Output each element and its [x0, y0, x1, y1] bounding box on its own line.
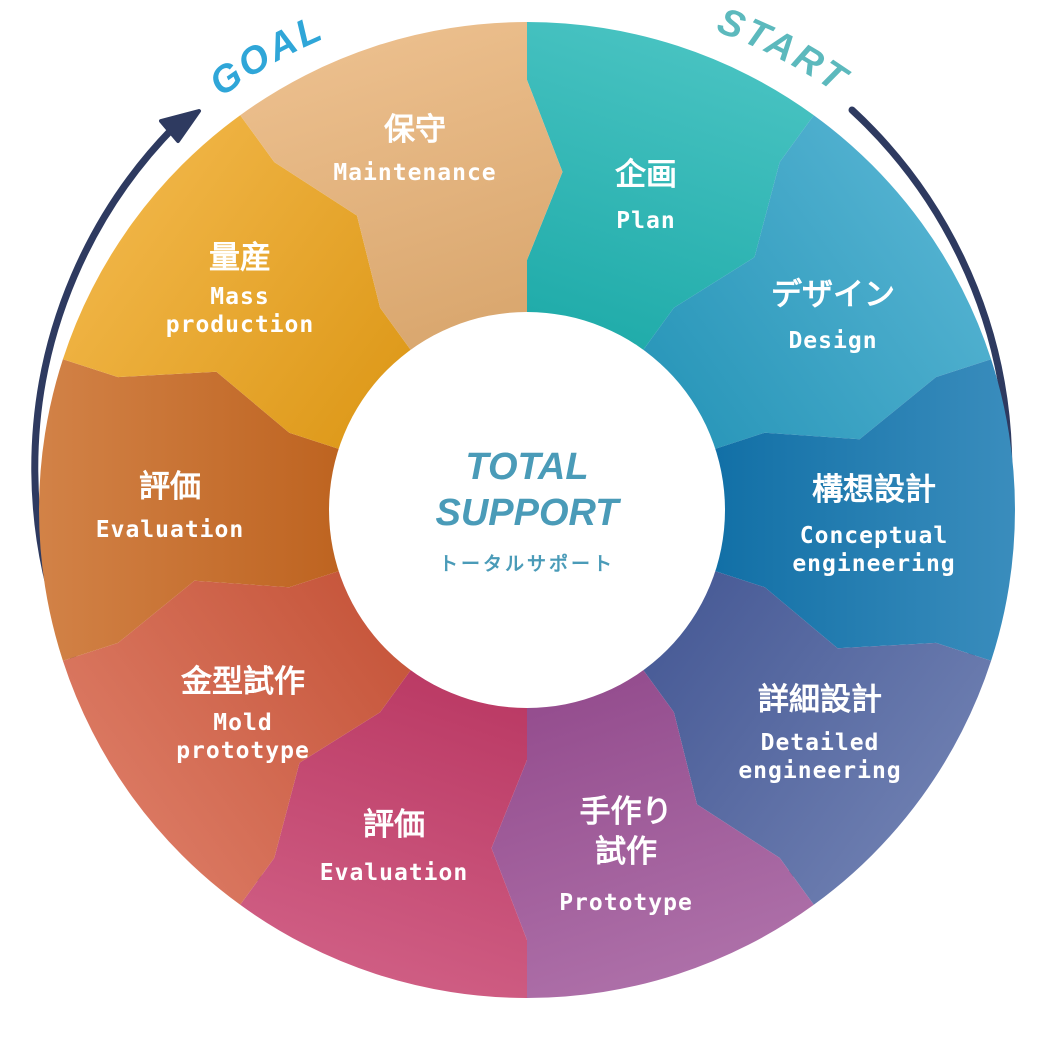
- cycle-segment-8: [39, 359, 375, 661]
- step-3-jp-label: 構想設計: [812, 472, 936, 508]
- center-hub: [329, 312, 725, 708]
- step-4-jp-label: 詳細設計: [758, 682, 882, 718]
- step-4-en-label: Detailed: [761, 730, 880, 756]
- step-1-en-label: Plan: [616, 208, 675, 234]
- step-2-en-label: Design: [788, 328, 877, 354]
- step-10-en-label: Maintenance: [333, 160, 496, 186]
- step-8-jp-label: 評価: [139, 469, 201, 505]
- step-5-jp-label: 手作り: [580, 794, 673, 830]
- center-title-line2: SUPPORT: [435, 492, 621, 534]
- step-7-jp-label: 金型試作: [180, 664, 305, 700]
- step-5-en-label: Prototype: [559, 890, 693, 916]
- cycle-segment-4: [621, 559, 992, 905]
- step-9-jp-label: 量産: [209, 240, 271, 276]
- step-7-en-label: Mold: [213, 710, 272, 736]
- step-5-jp-label: 試作: [595, 834, 657, 870]
- step-7-en-label: prototype: [176, 738, 310, 764]
- step-6-en-label: Evaluation: [320, 860, 468, 886]
- cycle-segment-5: [491, 639, 814, 998]
- cycle-segment-1: [527, 22, 814, 381]
- step-3-en-label: Conceptual: [800, 523, 948, 549]
- step-2-jp-label: デザイン: [771, 277, 895, 313]
- step-1-jp-label: 企画: [615, 157, 677, 193]
- step-8-en-label: Evaluation: [96, 517, 244, 543]
- cycle-segments: [39, 22, 1015, 998]
- cycle-segment-9: [62, 115, 434, 461]
- step-9-en-label: Mass: [210, 284, 269, 310]
- step-labels: 企画PlanデザインDesign構想設計Conceptualengineerin…: [96, 112, 955, 916]
- cycle-segment-7: [62, 559, 434, 905]
- cycle-segment-3: [679, 359, 1015, 661]
- cycle-arrowhead-icon: [159, 109, 201, 143]
- center-subtitle: トータルサポート: [439, 552, 615, 575]
- cycle-segment-6: [240, 639, 527, 998]
- step-6-jp-label: 評価: [363, 807, 425, 843]
- center-title-line1: TOTAL: [465, 446, 588, 488]
- step-10-jp-label: 保守: [384, 112, 446, 148]
- step-3-en-label: engineering: [792, 551, 955, 577]
- step-4-en-label: engineering: [738, 758, 901, 784]
- cycle-segment-2: [621, 115, 992, 461]
- cycle-segment-10: [240, 22, 563, 381]
- step-9-en-label: production: [166, 312, 314, 338]
